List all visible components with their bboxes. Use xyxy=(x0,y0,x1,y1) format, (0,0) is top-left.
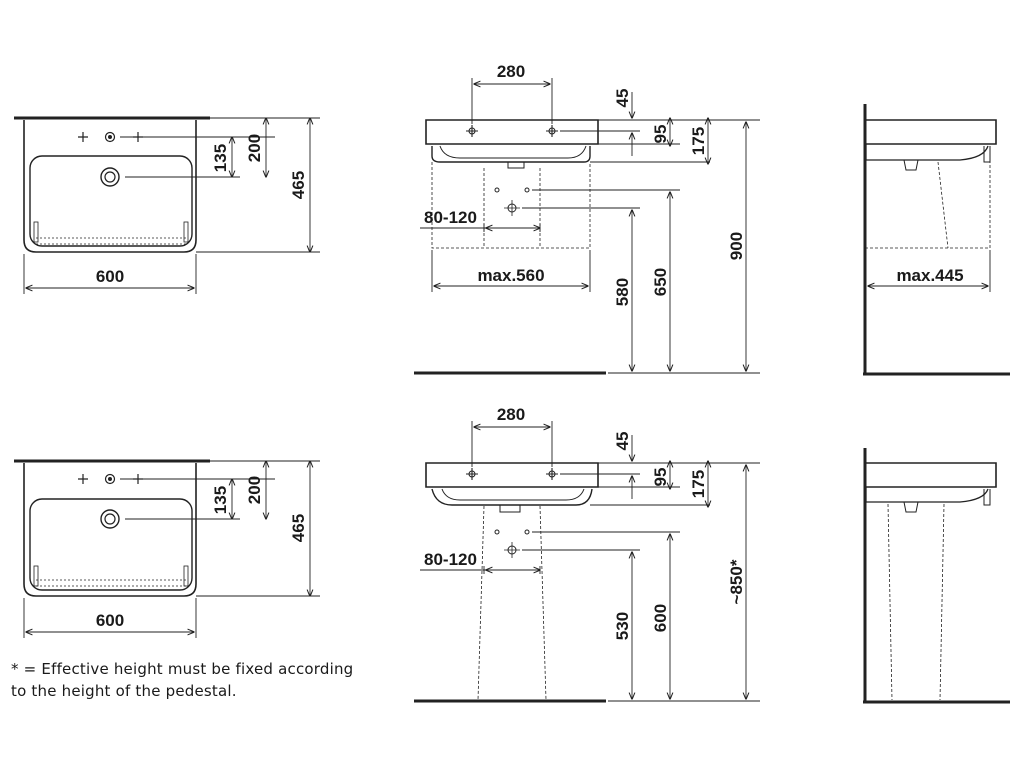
dim-45-pedestal: 45 xyxy=(613,432,632,451)
top-view-2-dimensions xyxy=(23,461,320,638)
dim-200-top-2: 200 xyxy=(245,476,264,504)
dim-max560: max.560 xyxy=(477,266,544,285)
dim-280-front: 280 xyxy=(497,62,525,81)
dim-175-front: 175 xyxy=(689,127,708,155)
top-view-basin xyxy=(14,116,210,253)
side-view-dimensions xyxy=(868,250,991,292)
side-view-basin xyxy=(863,104,1010,376)
dim-465-top: 465 xyxy=(289,171,308,199)
dim-200-top: 200 xyxy=(245,134,264,162)
dim-600-top-2: 600 xyxy=(96,611,124,630)
dim-max445: max.445 xyxy=(896,266,963,285)
dim-465-top-2: 465 xyxy=(289,514,308,542)
dim-600-top: 600 xyxy=(96,267,124,286)
dim-280-pedestal: 280 xyxy=(497,405,525,424)
dim-175-pedestal: 175 xyxy=(689,470,708,498)
dim-80-120-pedestal: 80-120 xyxy=(424,550,477,569)
dim-600-pedestal: 600 xyxy=(651,604,670,632)
front-view-dimensions xyxy=(420,78,760,374)
footnote-line-2: to the height of the pedestal. xyxy=(11,682,237,700)
dim-80-120-front: 80-120 xyxy=(424,208,477,227)
dim-850: ~850* xyxy=(727,559,746,604)
front-view-pedestal-basin xyxy=(414,462,606,703)
dim-45-front: 45 xyxy=(613,89,632,108)
dim-135-top-2: 135 xyxy=(211,486,230,514)
dim-900: 900 xyxy=(727,232,746,260)
dim-95-pedestal: 95 xyxy=(651,468,670,487)
side-view-pedestal-basin xyxy=(863,448,1010,704)
front-view-pedestal-dimensions xyxy=(420,421,760,702)
dim-530: 530 xyxy=(613,612,632,640)
top-view-dimensions xyxy=(23,118,320,294)
footnote-line-1: * = Effective height must be fixed accor… xyxy=(11,660,354,678)
dim-650: 650 xyxy=(651,268,670,296)
dim-580: 580 xyxy=(613,278,632,306)
front-view-basin xyxy=(414,119,606,375)
top-view-basin-2 xyxy=(14,459,210,597)
dim-135-top: 135 xyxy=(211,144,230,172)
dim-95-front: 95 xyxy=(651,125,670,144)
